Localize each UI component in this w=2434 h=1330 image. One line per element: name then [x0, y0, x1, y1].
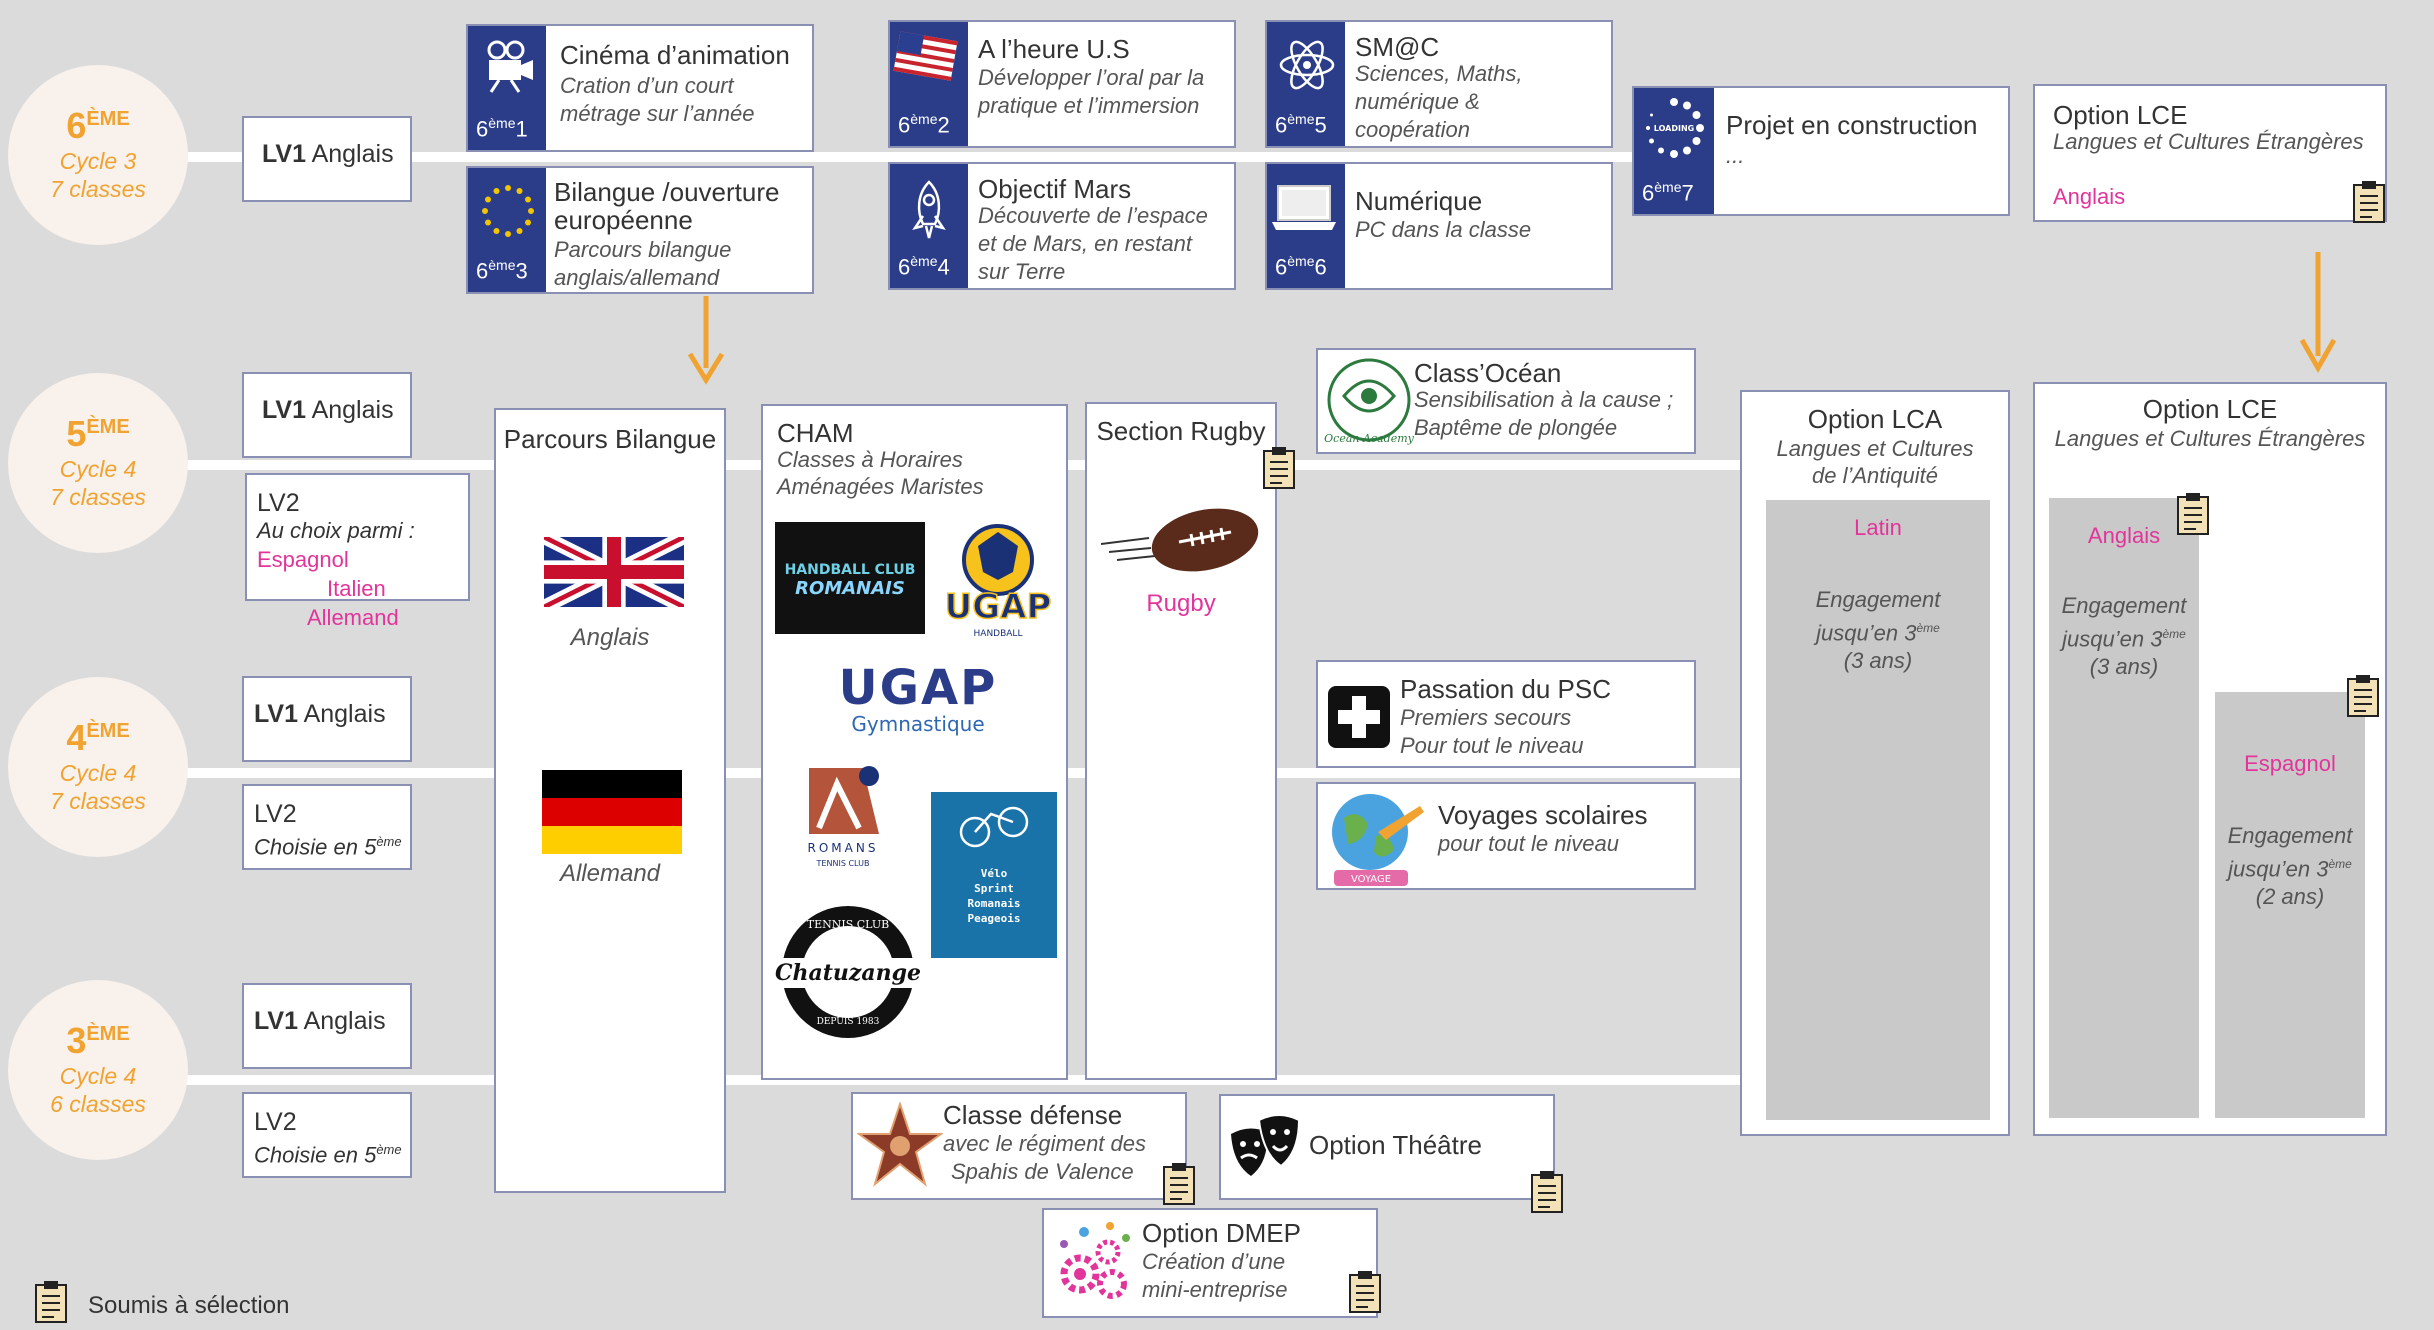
ugap-gym-logo: UGAP Gymnastique	[838, 664, 998, 736]
level-circle-3: 3ÈME Cycle 4 6 classes	[8, 980, 188, 1160]
level-circle-6: 6ÈME Cycle 3 7 classes	[8, 65, 188, 245]
first-aid-icon	[1328, 686, 1390, 748]
svg-text:TENNIS CLUB: TENNIS CLUB	[807, 918, 889, 931]
svg-text:VOYAGE: VOYAGE	[1351, 874, 1391, 885]
tile-mars: 6ème4 Objectif Mars Découverte de l’espa…	[888, 162, 1236, 290]
loading-icon: LOADING	[1646, 98, 1704, 158]
clipboard-icon	[1163, 1163, 1195, 1205]
tile-badge: 6ème1	[468, 26, 546, 150]
tile-badge: LOADING 6ème7	[1634, 88, 1714, 214]
tile-cinema: 6ème1 Cinéma d’animation Cration d’un co…	[466, 24, 814, 152]
level-line-3	[140, 1075, 1900, 1085]
laptop-icon	[1272, 185, 1336, 230]
svg-text:Ocean Academy: Ocean Academy	[1324, 432, 1414, 445]
tile-badge: 6ème5	[1267, 22, 1345, 146]
arrow-down-icon	[687, 296, 725, 385]
tile-projet: LOADING 6ème7 Projet en construction ...	[1632, 86, 2010, 216]
clipboard-icon	[2353, 181, 2385, 223]
svg-text:ROMANS: ROMANS	[808, 841, 879, 855]
tile-badge: 6ème6	[1267, 164, 1345, 288]
level-line-6	[140, 152, 1900, 162]
eu-flag-icon	[482, 185, 534, 237]
lv1-box-6: LV1 Anglais	[242, 116, 412, 202]
handball-romanais-logo: HANDBALL CLUB ROMANAIS	[775, 522, 925, 634]
lce-anglais-bar: Anglais Engagement jusqu’en 3ème (3 ans)	[2049, 498, 2199, 1118]
svg-text:DEPUIS 1983: DEPUIS 1983	[817, 1017, 880, 1027]
tile-smac: 6ème5 SM@C Sciences, Maths,numérique &co…	[1265, 20, 1613, 148]
clipboard-icon	[2177, 493, 2209, 535]
tile-badge: 6ème4	[890, 164, 968, 288]
rugby-ball-icon	[1101, 508, 1259, 572]
tile-badge: 6ème2	[890, 22, 968, 146]
lv1-box-5: LV1 Anglais	[242, 372, 412, 458]
ocean-academy-logo: Ocean Academy	[1324, 356, 1414, 448]
clipboard-icon	[35, 1281, 67, 1323]
camera-icon	[487, 40, 533, 93]
class-ocean: Ocean Academy Class’Océan Sensibilisatio…	[1316, 348, 1696, 454]
clipboard-icon	[1263, 447, 1295, 489]
lv2-box-5: LV2 Au choix parmi : Espagnol Italien Al…	[245, 473, 470, 630]
rocket-icon	[912, 180, 946, 239]
uk-flag-icon	[544, 537, 684, 607]
gears-icon	[1060, 1222, 1130, 1299]
romans-tennis-logo: ROMANS TENNIS CLUB	[779, 754, 907, 878]
level-circle-4: 4ÈME Cycle 4 7 classes	[8, 677, 188, 857]
arrow-down-icon	[2299, 252, 2337, 374]
atom-icon	[1279, 40, 1335, 90]
chatuzange-tennis-logo: TENNIS CLUB Chatuzange DEPUIS 1983	[775, 902, 921, 1042]
option-lce: Option LCE Langues et Cultures Étrangère…	[2033, 382, 2387, 1136]
option-lce-6: Option LCE Langues et Cultures Étrangère…	[2033, 84, 2387, 222]
section-rugby: Section Rugby Rugby	[1085, 402, 1277, 1080]
military-star-icon	[857, 1102, 943, 1187]
svg-text:LOADING: LOADING	[1654, 124, 1694, 133]
lce-espagnol-bar: Espagnol Engagement jusqu’en 3ème (2 ans…	[2215, 692, 2365, 1118]
lv1-box-3: LV1 Anglais	[242, 983, 412, 1069]
theatre-masks-icon	[1231, 1114, 1301, 1176]
svg-text:UGAP: UGAP	[945, 587, 1052, 627]
tile-us: 6ème2 A l’heure U.S Développer l’oral pa…	[888, 20, 1236, 148]
lca-engagement-bar: Latin Engagement jusqu’en 3ème (3 ans)	[1766, 500, 1990, 1120]
german-flag-icon	[542, 770, 682, 854]
tile-numerique: 6ème6 Numérique PC dans la classe	[1265, 162, 1613, 290]
clipboard-icon	[2347, 675, 2379, 717]
globe-plane-icon: VOYAGE	[1332, 794, 1424, 886]
svg-text:TENNIS CLUB: TENNIS CLUB	[816, 859, 870, 868]
svg-text:Chatuzange: Chatuzange	[775, 960, 921, 986]
lv1-box-4: LV1 Anglais	[242, 676, 412, 762]
lv2-box-4: LV2 Choisie en 5ème	[242, 784, 412, 870]
level-circle-5: 5ÈME Cycle 4 7 classes	[8, 373, 188, 553]
legend-label: Soumis à sélection	[88, 1292, 290, 1319]
clipboard-icon	[1531, 1171, 1563, 1213]
parcours-bilangue: Parcours Bilangue Anglais Allemand	[494, 408, 726, 1193]
svg-text:HANDBALL: HANDBALL	[974, 629, 1023, 639]
lv2-box-3: LV2 Choisie en 5ème	[242, 1092, 412, 1178]
tile-badge: 6ème3	[468, 168, 546, 292]
clipboard-icon	[1349, 1271, 1381, 1313]
option-theatre: Option Théâtre	[1219, 1094, 1555, 1200]
us-flag-icon	[893, 31, 958, 81]
ugap-logo: UGAP HANDBALL	[943, 520, 1053, 644]
voyages: VOYAGE Voyages scolaires pour tout le ni…	[1316, 782, 1696, 890]
